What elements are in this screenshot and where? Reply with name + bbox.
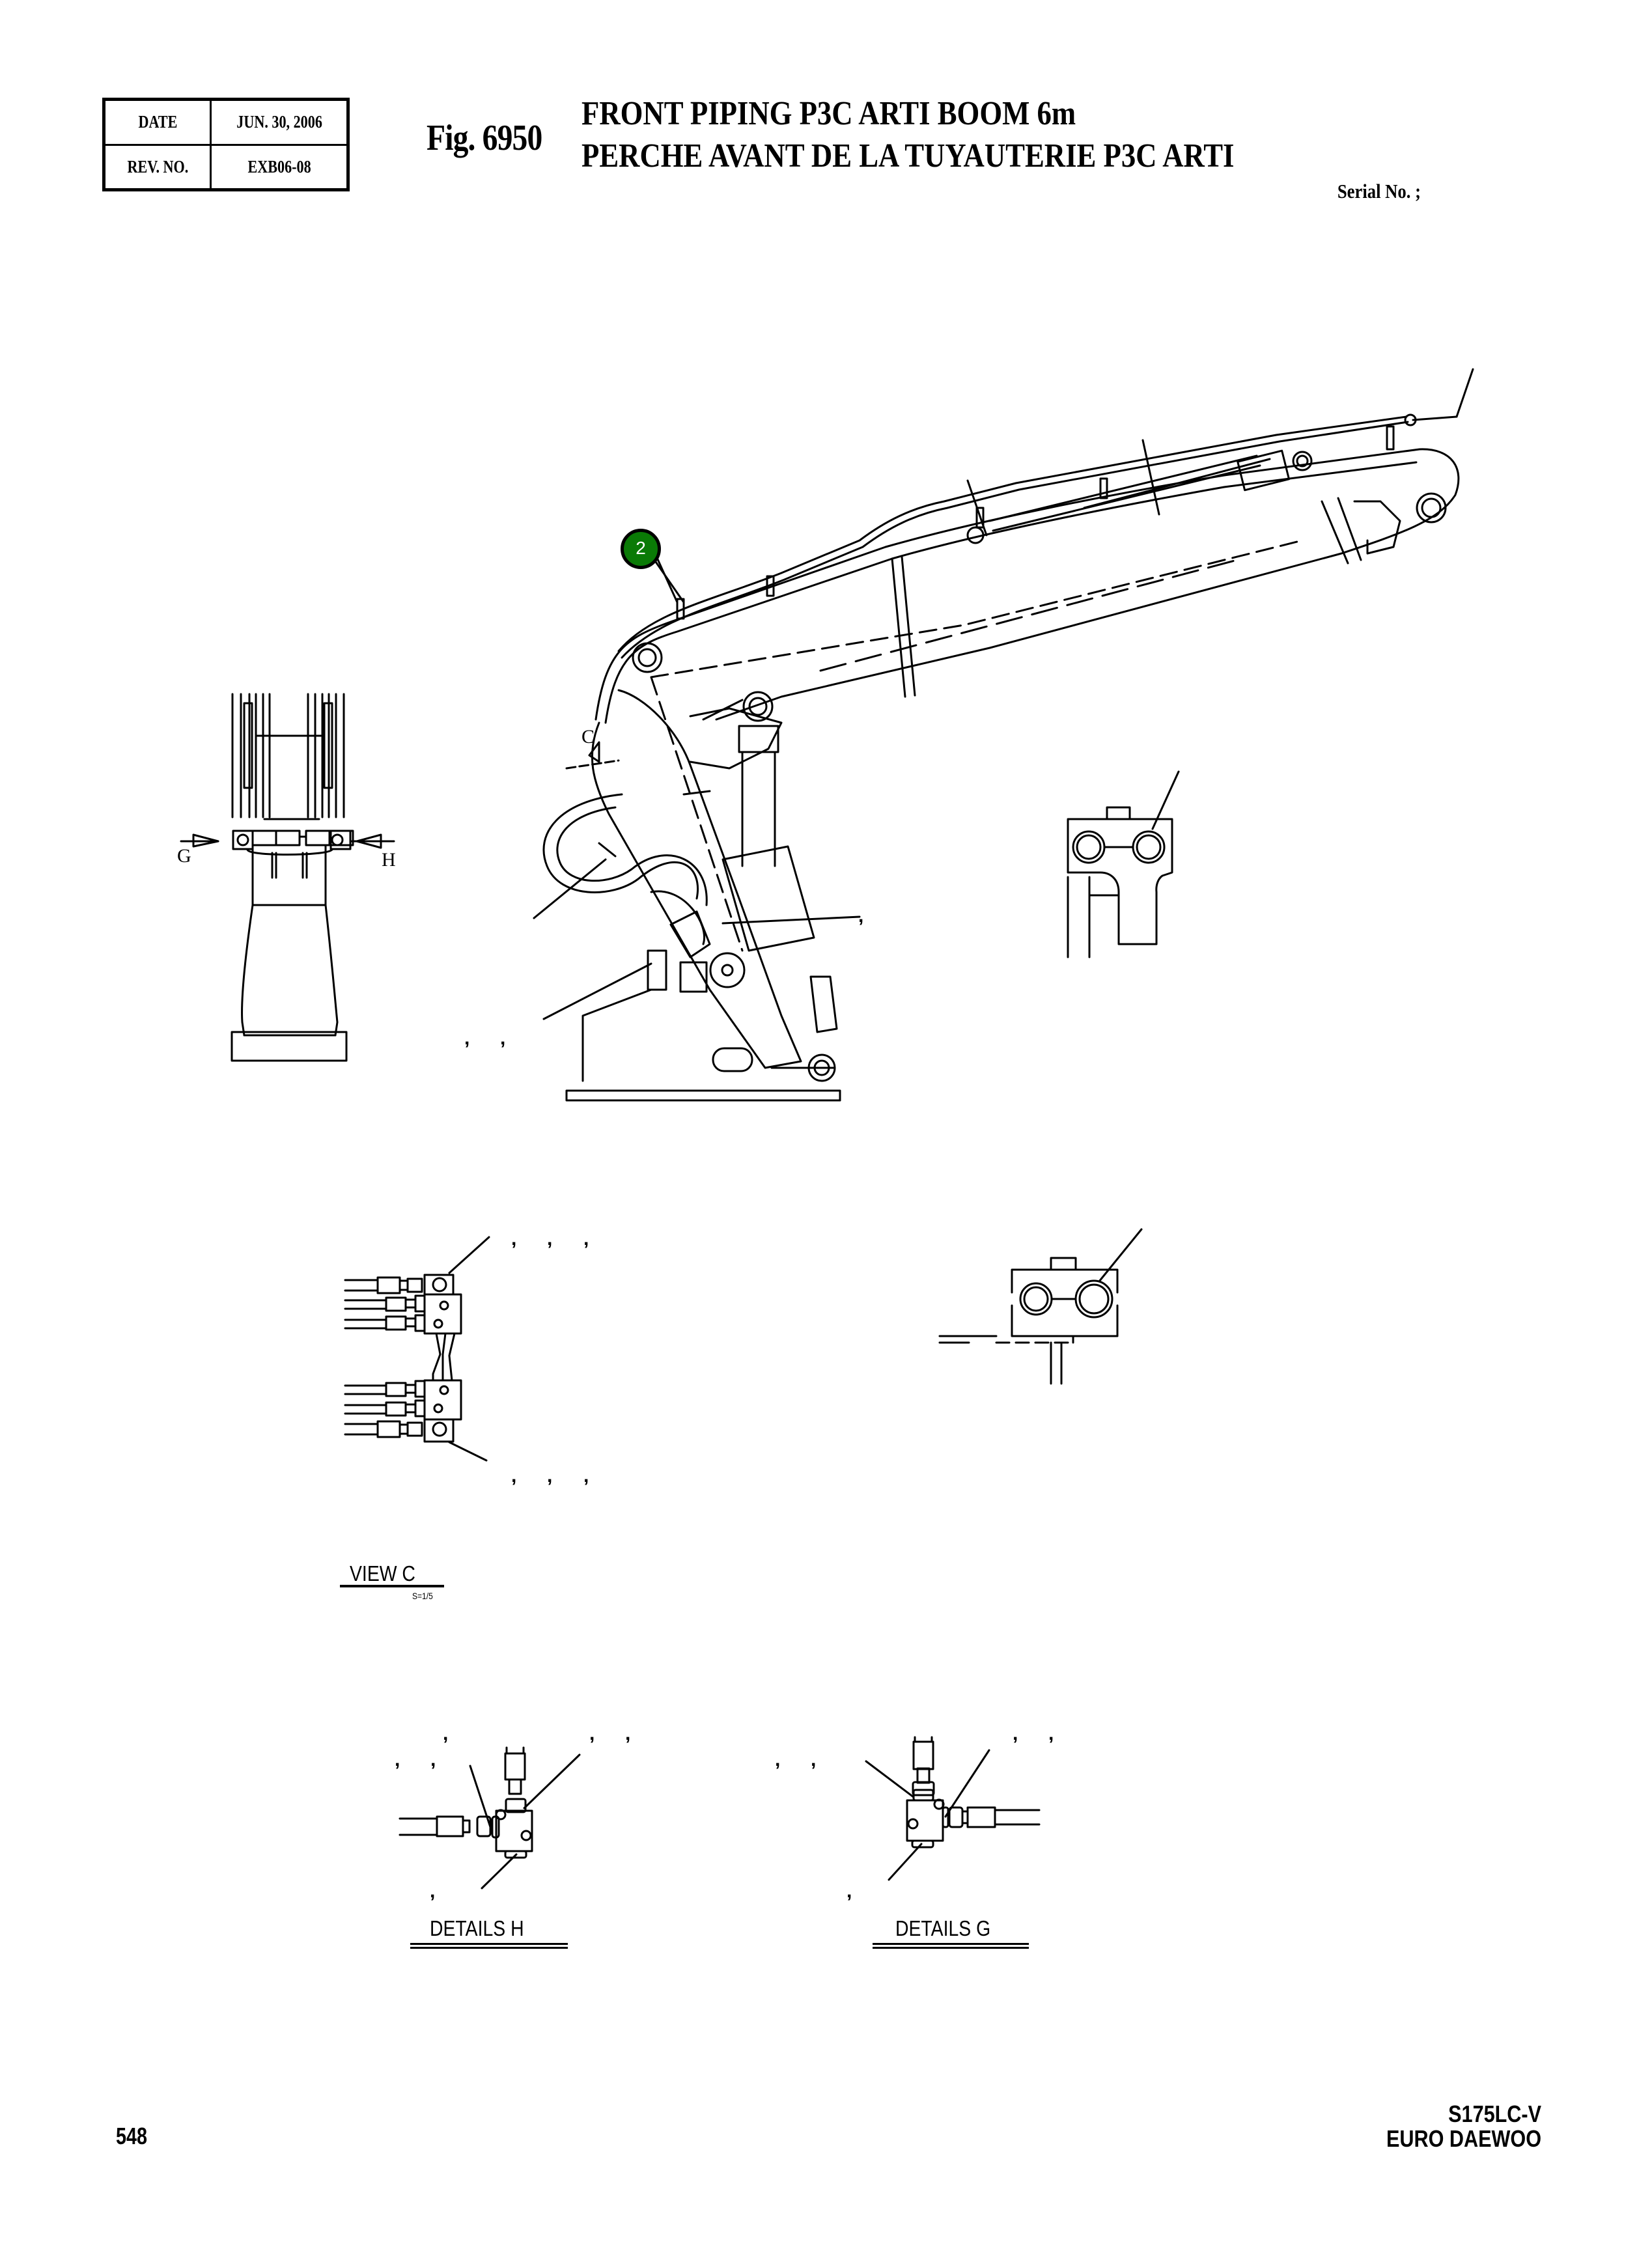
part-ref-placeholder: , <box>500 1027 506 1049</box>
title-english: FRONT PIPING P3C ARTI BOOM 6m <box>581 95 1076 132</box>
callout-number: 2 <box>636 538 646 558</box>
part-ref-placeholder: , <box>395 1749 400 1770</box>
figure-number: Fig. 6950 <box>427 118 542 158</box>
date-value: JUN. 30, 2006 <box>222 98 337 146</box>
part-ref-placeholder: , <box>583 1228 589 1249</box>
details-h-underline-2 <box>410 1947 568 1949</box>
view-c-label: VIEW C <box>350 1561 415 1585</box>
part-ref-placeholder: , <box>547 1228 553 1249</box>
part-ref-placeholder: , <box>464 1027 470 1049</box>
details-h-underline <box>410 1943 568 1945</box>
view-c-underline <box>340 1585 444 1587</box>
revision-table: DATE JUN. 30, 2006 REV. NO. EXB06-08 <box>102 98 350 191</box>
view-c-scale: S=1/5 <box>412 1591 433 1601</box>
part-callout-2[interactable]: 2 <box>621 529 661 569</box>
part-ref-placeholder: , <box>847 1880 852 1902</box>
part-ref-placeholder: , <box>811 1749 817 1770</box>
page-number: 548 <box>116 2123 148 2149</box>
details-g-drawing <box>866 1737 1039 1880</box>
brand-name: EURO DAEWOO <box>1386 2125 1541 2152</box>
model-name: S175LC-V <box>1448 2100 1541 2127</box>
part-ref-placeholder: , <box>430 1880 436 1902</box>
part-ref-placeholder: , <box>625 1723 631 1744</box>
part-ref-placeholder: , <box>858 905 864 927</box>
boom-side-view <box>534 369 1473 1100</box>
rev-value: EXB06-08 <box>222 143 337 191</box>
title-french: PERCHE AVANT DE LA TUYAUTERIE P3C ARTI <box>581 137 1235 174</box>
view-c-drawing <box>345 1237 489 1460</box>
part-ref-placeholder: , <box>443 1723 449 1744</box>
part-ref-placeholder: , <box>430 1749 436 1770</box>
part-ref-placeholder: , <box>1013 1723 1018 1744</box>
clamp-detail-upper <box>1068 772 1179 957</box>
date-label: DATE <box>113 98 202 146</box>
rev-label: REV. NO. <box>113 143 202 191</box>
details-h-label: DETAILS H <box>430 1916 524 1940</box>
details-g-underline <box>873 1943 1029 1945</box>
model-block: S175LC-V EURO DAEWOO <box>1386 2102 1541 2151</box>
serial-number: Serial No. ; <box>1337 180 1421 202</box>
part-ref-placeholder: , <box>511 1465 517 1486</box>
view-arrow-h: H <box>382 849 396 871</box>
part-ref-placeholder: , <box>511 1228 517 1249</box>
part-ref-placeholder: , <box>589 1723 595 1744</box>
part-ref-placeholder: , <box>1048 1723 1054 1744</box>
section-marker-c: C <box>581 726 595 747</box>
details-g-underline-2 <box>873 1947 1029 1949</box>
front-view <box>181 694 394 1061</box>
details-g-label: DETAILS G <box>895 1916 991 1940</box>
part-ref-placeholder: , <box>583 1465 589 1486</box>
view-arrow-g: G <box>177 845 191 867</box>
part-ref-placeholder: , <box>775 1749 781 1770</box>
part-ref-placeholder: , <box>547 1465 553 1486</box>
details-h-drawing <box>400 1748 580 1888</box>
clamp-detail-lower <box>940 1229 1141 1384</box>
